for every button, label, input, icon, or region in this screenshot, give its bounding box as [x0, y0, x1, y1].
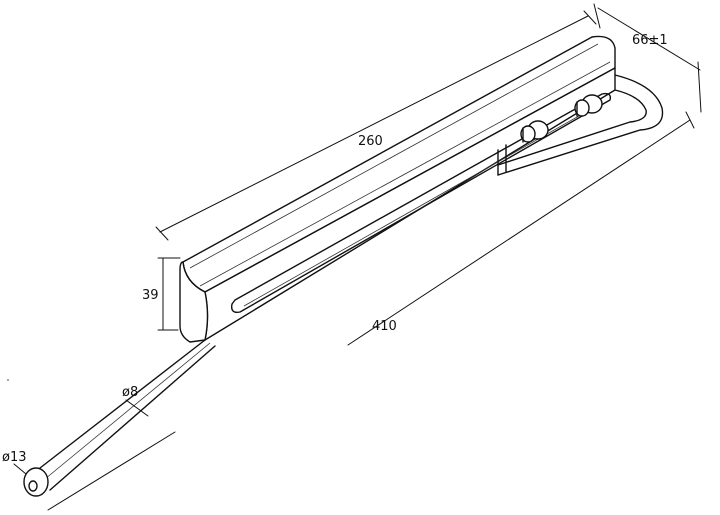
- dimension-66: 66±1: [593, 3, 702, 113]
- dimension-39: 39: [142, 257, 181, 331]
- towel-rod: [23, 339, 216, 497]
- dimension-rod-diameter: ø8: [122, 385, 149, 417]
- speck: [7, 379, 9, 381]
- dim-260-label: 260: [358, 134, 383, 149]
- dim-tip-diameter-label: ø13: [2, 450, 27, 465]
- screw-1: [520, 120, 549, 143]
- dim-410-label: 410: [372, 319, 397, 334]
- dimension-260: 260: [155, 10, 597, 241]
- dimension-tip-diameter: ø13: [2, 450, 27, 475]
- rail-body: [179, 35, 616, 343]
- rod-loop: [497, 74, 664, 176]
- dim-39-label: 39: [142, 288, 159, 303]
- dim-rod-diameter-label: ø8: [122, 385, 138, 400]
- screw-2: [574, 94, 603, 117]
- dimension-410: 410: [47, 111, 695, 511]
- dim-66-label: 66±1: [632, 33, 668, 48]
